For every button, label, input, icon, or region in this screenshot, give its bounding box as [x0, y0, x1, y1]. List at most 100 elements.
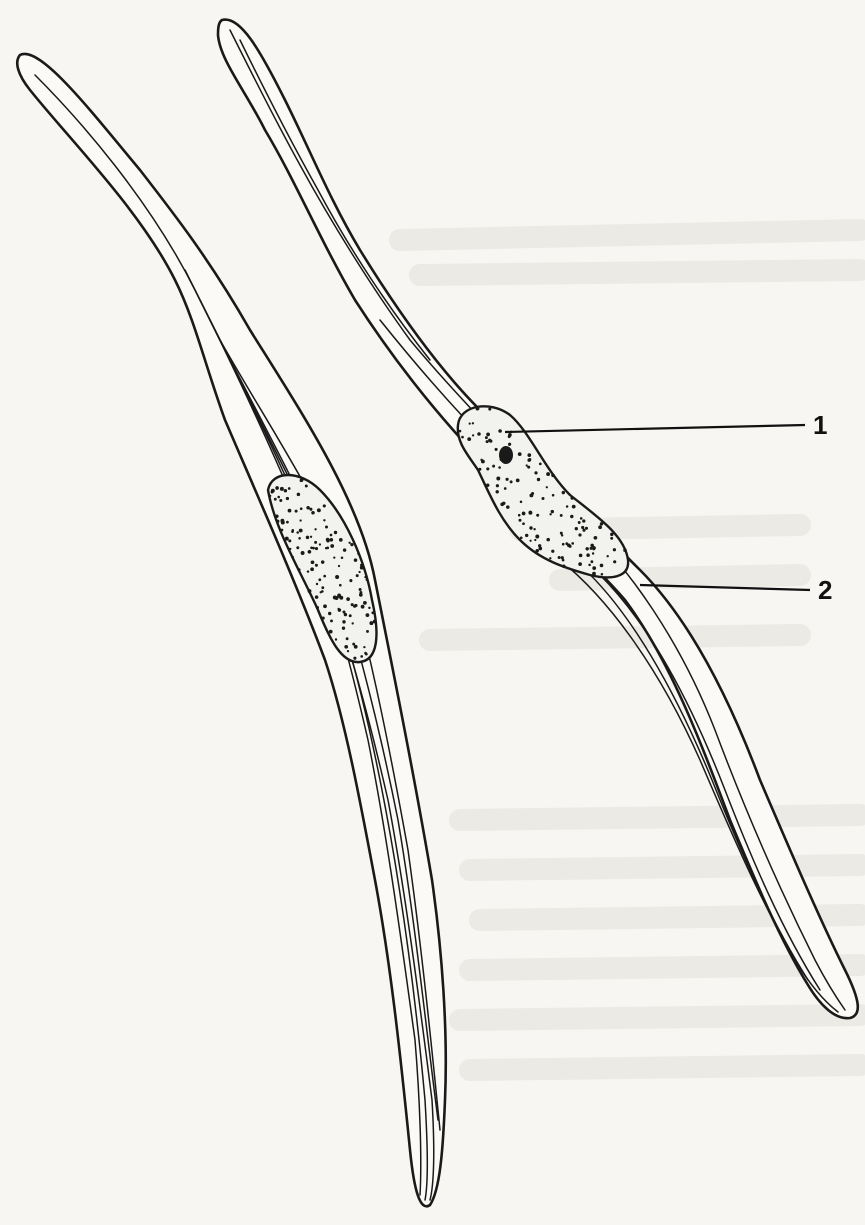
chromatin-granule — [562, 491, 565, 494]
chromatin-granule — [309, 508, 312, 511]
chromatin-granule — [519, 519, 522, 522]
chromatin-granule — [284, 489, 287, 492]
chromatin-granule — [312, 547, 315, 550]
chromatin-granule — [477, 408, 479, 410]
chromatin-granule — [562, 565, 566, 569]
chromatin-granule — [301, 551, 305, 555]
chromatin-granule — [585, 527, 588, 530]
chromatin-granule — [315, 547, 318, 550]
chromatin-granule — [314, 541, 317, 544]
chromatin-granule — [364, 576, 366, 578]
chromatin-granule — [590, 547, 593, 550]
chromatin-granule — [279, 499, 282, 502]
chromatin-granule — [358, 571, 360, 573]
chromatin-granule — [546, 486, 548, 488]
chromatin-granule — [352, 643, 355, 646]
chromatin-granule — [601, 573, 604, 576]
chromatin-granule — [342, 627, 345, 630]
chromatin-granule — [339, 584, 342, 587]
chromatin-granule — [271, 489, 275, 493]
chromatin-granule — [341, 556, 344, 559]
chromatin-granule — [459, 430, 462, 433]
chromatin-granule — [525, 534, 528, 537]
chromatin-granule — [305, 485, 308, 488]
chromatin-granule — [486, 433, 490, 437]
chromatin-granule — [495, 490, 498, 493]
chromatin-granule — [339, 596, 343, 600]
label-1: 1 — [813, 410, 827, 440]
chromatin-granule — [570, 496, 573, 499]
chromatin-granule — [317, 508, 321, 512]
chromatin-granule — [315, 564, 318, 567]
chromatin-granule — [350, 543, 353, 546]
chromatin-granule — [498, 466, 501, 469]
chromatin-granule — [354, 558, 358, 562]
chromatin-granule — [529, 526, 532, 529]
chromatin-granule — [590, 560, 593, 563]
chromatin-granule — [298, 537, 301, 540]
left-cell-membrane — [17, 54, 446, 1206]
chromatin-granule — [600, 564, 604, 568]
chromatin-granule — [486, 484, 489, 487]
chromatin-granule — [342, 620, 345, 623]
chromatin-granule — [288, 487, 291, 490]
chromatin-granule — [598, 525, 602, 529]
chromatin-granule — [373, 620, 377, 624]
chromatin-granule — [535, 549, 539, 553]
chromatin-granule — [338, 608, 341, 611]
chromatin-granule — [488, 408, 491, 411]
chromatin-granule — [492, 465, 495, 468]
chromatin-granule — [306, 536, 310, 540]
chromatin-granule — [571, 542, 574, 545]
chromatin-granule — [592, 547, 595, 550]
chromatin-granule — [274, 498, 277, 501]
chromatin-granule — [326, 547, 329, 550]
chromatin-granule — [360, 655, 363, 658]
chromatin-granule — [581, 526, 584, 529]
chromatin-granule — [353, 657, 356, 660]
chromatin-granule — [314, 528, 316, 530]
chromatin-granule — [508, 443, 511, 446]
chromatin-granule — [561, 534, 563, 536]
chromatin-granule — [329, 630, 333, 634]
chromatin-granule — [607, 555, 609, 557]
chromatin-granule — [349, 614, 352, 617]
left-muscle-cell — [17, 54, 446, 1206]
chromatin-granule — [322, 617, 325, 620]
chromatin-granule — [592, 552, 594, 554]
label-2: 2 — [818, 575, 832, 605]
chromatin-granule — [343, 548, 346, 551]
chromatin-granule — [610, 537, 613, 540]
chromatin-granule — [613, 560, 616, 563]
chromatin-granule — [582, 529, 585, 532]
chromatin-granule — [280, 529, 283, 532]
chromatin-granule — [551, 510, 554, 513]
chromatin-granule — [560, 532, 563, 535]
chromatin-granule — [461, 436, 464, 439]
chromatin-granule — [522, 522, 525, 525]
chromatin-granule — [307, 570, 309, 572]
chromatin-granule — [275, 514, 278, 517]
chromatin-granule — [321, 560, 324, 563]
chromatin-granule — [366, 613, 370, 617]
chromatin-granule — [578, 562, 582, 566]
chromatin-granule — [516, 479, 520, 483]
chromatin-granule — [551, 550, 554, 553]
chromatin-granule — [311, 560, 315, 564]
chromatin-granule — [588, 564, 591, 567]
chromatin-granule — [502, 502, 505, 505]
chromatin-granule — [300, 507, 303, 510]
chromatin-granule — [299, 519, 301, 521]
chromatin-granule — [300, 480, 302, 482]
chromatin-granule — [323, 504, 326, 507]
chromatin-granule — [285, 537, 289, 541]
chromatin-granule — [346, 637, 349, 640]
chromatin-granule — [346, 597, 350, 601]
chromatin-granule — [333, 556, 335, 558]
chromatin-granule — [498, 429, 502, 433]
chromatin-granule — [495, 448, 498, 451]
chromatin-granule — [326, 538, 330, 542]
chromatin-granule — [347, 650, 349, 652]
chromatin-granule — [549, 513, 551, 515]
chromatin-granule — [359, 593, 363, 597]
